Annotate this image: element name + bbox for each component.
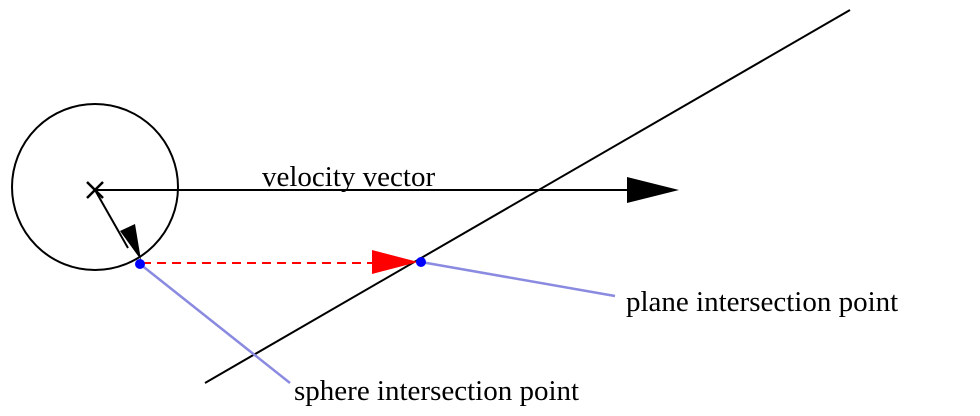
radius-vector-arrowhead xyxy=(120,224,141,260)
velocity-vector-arrowhead xyxy=(627,177,679,203)
plane-point-leader-line xyxy=(420,260,616,298)
plane-intersection-point-label: plane intersection point xyxy=(626,286,898,318)
sphere-intersection-point-label: sphere intersection point xyxy=(294,375,579,407)
radius-vector-line xyxy=(94,189,129,249)
plane-line xyxy=(204,9,851,384)
projection-arrowhead xyxy=(372,250,418,274)
plane-intersection-point-dot xyxy=(416,257,426,267)
sphere-intersection-point-dot xyxy=(135,259,145,269)
sphere-point-leader-line xyxy=(139,263,291,384)
sphere-circle xyxy=(11,103,179,271)
velocity-vector-label: velocity vector xyxy=(262,161,435,193)
